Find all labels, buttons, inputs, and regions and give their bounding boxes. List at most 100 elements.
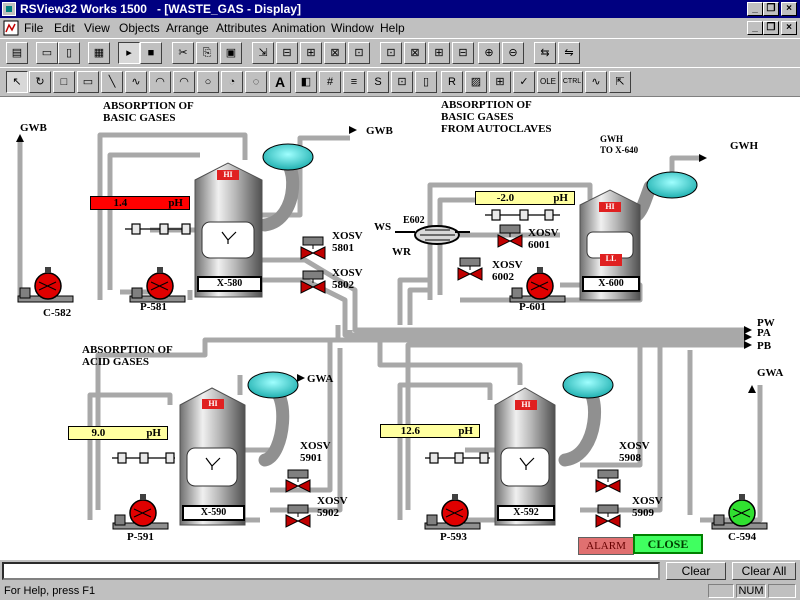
pump-c582-icon[interactable] bbox=[17, 267, 74, 303]
toolbar-group-icon[interactable]: ⊟ bbox=[276, 42, 298, 64]
tool-numeric-input-icon[interactable]: ≡ bbox=[343, 71, 365, 93]
toolbar-bring-front-icon[interactable]: ⊠ bbox=[324, 42, 346, 64]
label-xosv-5908: XOSV 5908 bbox=[619, 440, 650, 464]
toolbar-layer-icon[interactable]: ⊞ bbox=[428, 42, 450, 64]
valve-symbols[interactable] bbox=[285, 224, 621, 528]
doc-minimize-button[interactable]: _ bbox=[747, 21, 763, 35]
menu-attributes[interactable]: Attributes bbox=[216, 21, 267, 35]
tool-trend-icon[interactable]: ▨ bbox=[465, 71, 487, 93]
status-num-indicator: NUM bbox=[736, 584, 766, 598]
valve-5901-icon[interactable] bbox=[285, 469, 311, 493]
tool-wave-icon[interactable]: ∿ bbox=[585, 71, 607, 93]
toolbar-ungroup-icon[interactable]: ⊞ bbox=[300, 42, 322, 64]
toolbar-grid-icon[interactable]: ▦ bbox=[88, 42, 110, 64]
toolbar-zoom-out-icon[interactable]: ⊖ bbox=[502, 42, 524, 64]
doc-close-button[interactable]: × bbox=[781, 21, 797, 35]
pump-p601-icon[interactable] bbox=[509, 267, 566, 303]
label-gwh-to-x640: GWH TO X-640 bbox=[600, 134, 639, 155]
valve-5902-icon[interactable] bbox=[285, 504, 311, 528]
tool-recipe-icon[interactable]: R bbox=[441, 71, 463, 93]
document-icon[interactable] bbox=[3, 20, 19, 36]
tool-arc-icon[interactable]: ◔ bbox=[221, 71, 243, 93]
ph-unit-x600: pH bbox=[553, 192, 568, 204]
tool-string-display-icon[interactable]: S bbox=[367, 71, 389, 93]
toolbar-paste-icon[interactable]: ▣ bbox=[220, 42, 242, 64]
pump-p591-icon[interactable] bbox=[112, 494, 169, 530]
toolbar-zoom-in-icon[interactable]: ⊕ bbox=[478, 42, 500, 64]
tool-numeric-display-icon[interactable]: # bbox=[319, 71, 341, 93]
valve-6002-icon[interactable] bbox=[457, 257, 483, 281]
toolbar-flip-icon[interactable]: ⊡ bbox=[380, 42, 402, 64]
minimize-button[interactable]: _ bbox=[747, 2, 763, 16]
ph-unit-x592: pH bbox=[458, 425, 473, 437]
toolbar-open-icon[interactable]: ▭ bbox=[36, 42, 58, 64]
tool-button-icon[interactable]: ▯ bbox=[415, 71, 437, 93]
tool-freehand-icon[interactable]: ◠ bbox=[173, 71, 195, 93]
tool-ctrl-icon[interactable]: CTRL bbox=[561, 71, 583, 93]
label-pump-p591: P-591 bbox=[127, 531, 154, 543]
doc-restore-button[interactable]: ❐ bbox=[763, 21, 779, 35]
toolbar-save-icon[interactable]: ▯ bbox=[58, 42, 80, 64]
tool-line-icon[interactable]: ╲ bbox=[101, 71, 123, 93]
menu-window[interactable]: Window bbox=[331, 21, 374, 35]
menu-edit[interactable]: Edit bbox=[54, 21, 75, 35]
toolbar-swap-icon[interactable]: ⇋ bbox=[558, 42, 580, 64]
process-diagram bbox=[16, 126, 768, 530]
tool-check-icon[interactable]: ✓ bbox=[513, 71, 535, 93]
label-pump-c594: C-594 bbox=[728, 531, 757, 543]
tool-string-input-icon[interactable]: ⊡ bbox=[391, 71, 413, 93]
menu-view[interactable]: View bbox=[84, 21, 110, 35]
tool-polyline-icon[interactable]: ∿ bbox=[125, 71, 147, 93]
menu-objects[interactable]: Objects bbox=[119, 21, 160, 35]
ll-alarm-x600: LL bbox=[600, 254, 622, 266]
tool-summary-icon[interactable]: ⊞ bbox=[489, 71, 511, 93]
clear-all-button[interactable]: Clear All bbox=[732, 562, 796, 580]
pump-c594-icon[interactable] bbox=[711, 494, 768, 530]
app-icon[interactable] bbox=[2, 2, 16, 16]
restore-button[interactable]: ❐ bbox=[763, 2, 779, 16]
menu-arrange[interactable]: Arrange bbox=[166, 21, 209, 35]
tool-rotate-icon[interactable]: ↻ bbox=[29, 71, 51, 93]
close-button[interactable]: CLOSE bbox=[633, 534, 703, 554]
tool-cursor-icon[interactable]: ⇱ bbox=[609, 71, 631, 93]
toolbar-navigate-icon[interactable]: ⇆ bbox=[534, 42, 556, 64]
heat-exchanger-e602[interactable] bbox=[395, 225, 470, 245]
tool-text-icon[interactable]: A bbox=[269, 71, 291, 93]
valve-5801-icon[interactable] bbox=[300, 236, 326, 260]
toolbar-cut-icon[interactable]: ✂ bbox=[172, 42, 194, 64]
tool-wedge-icon[interactable]: ◌ bbox=[245, 71, 267, 93]
pump-p593-icon[interactable] bbox=[424, 494, 481, 530]
menu-help[interactable]: Help bbox=[380, 21, 405, 35]
toolbar-align-icon[interactable]: ⇲ bbox=[252, 42, 274, 64]
toolbar-new-icon[interactable]: ▤ bbox=[6, 42, 28, 64]
toolbar-copy-icon[interactable]: ⎘ bbox=[196, 42, 218, 64]
toolbar-stop-icon[interactable]: ■ bbox=[140, 42, 162, 64]
tool-ellipse-icon[interactable]: ○ bbox=[197, 71, 219, 93]
toolbar-test-run-icon[interactable]: ▸ bbox=[118, 42, 140, 64]
valve-5908-icon[interactable] bbox=[595, 469, 621, 493]
tool-select-icon[interactable]: ↖ bbox=[6, 71, 28, 93]
label-e602: E602 bbox=[403, 215, 425, 226]
tool-panel-icon[interactable]: ◧ bbox=[295, 71, 317, 93]
tool-polygon-icon[interactable]: ◠ bbox=[149, 71, 171, 93]
command-input[interactable] bbox=[2, 562, 660, 580]
label-wr: WR bbox=[392, 246, 411, 258]
distributor-marks bbox=[205, 231, 535, 470]
menu-file[interactable]: File bbox=[24, 21, 44, 35]
menu-animation[interactable]: Animation bbox=[272, 21, 326, 35]
tool-rectangle-icon[interactable]: □ bbox=[53, 71, 75, 93]
toolbar-send-back-icon[interactable]: ⊡ bbox=[348, 42, 370, 64]
pumps[interactable] bbox=[17, 267, 768, 530]
tool-ole-icon[interactable]: OLE bbox=[537, 71, 559, 93]
tool-rounded-rect-icon[interactable]: ▭ bbox=[77, 71, 99, 93]
valve-5802-icon[interactable] bbox=[300, 270, 326, 294]
clear-button[interactable]: Clear bbox=[666, 562, 726, 580]
flow-meters bbox=[112, 209, 560, 464]
toolbar-layer2-icon[interactable]: ⊟ bbox=[452, 42, 474, 64]
pump-p581-icon[interactable] bbox=[129, 267, 186, 303]
close-window-button[interactable]: × bbox=[781, 2, 797, 16]
toolbar-rotate-icon[interactable]: ⊠ bbox=[404, 42, 426, 64]
valve-5909-icon[interactable] bbox=[595, 504, 621, 528]
alarm-button[interactable]: ALARM bbox=[578, 537, 634, 555]
valve-6001-icon[interactable] bbox=[497, 224, 523, 248]
